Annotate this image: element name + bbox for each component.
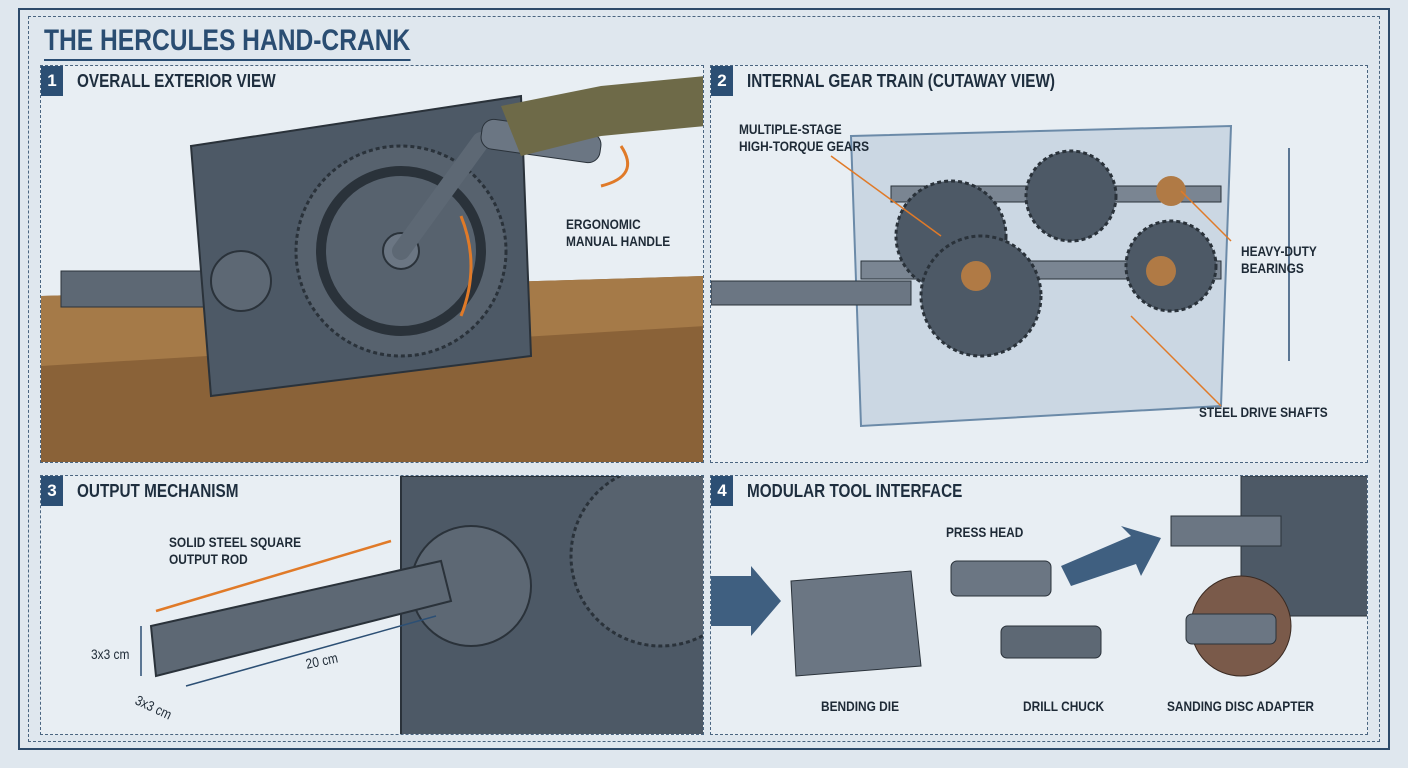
gear-train-illustration — [711, 124, 1290, 428]
panel-title: OVERALL EXTERIOR VIEW — [77, 70, 276, 91]
label-bending-die: BENDING DIE — [821, 698, 900, 714]
panel-modular-tools: 4 MODULAR TOOL INTERFACE PRESS HEAD BENDI… — [710, 475, 1368, 735]
panel-number: 3 — [41, 476, 63, 506]
panel-number: 4 — [711, 476, 733, 506]
outer-frame — [18, 8, 1390, 750]
crank-exterior-illustration — [41, 76, 703, 462]
label-sanding-disc-adapter: SANDING DISC ADAPTER — [1167, 698, 1314, 714]
panel-header: 1 OVERALL EXTERIOR VIEW — [41, 66, 311, 96]
panel-header: 4 MODULAR TOOL INTERFACE — [711, 476, 1000, 506]
panel-title: MODULAR TOOL INTERFACE — [747, 480, 963, 501]
panel-number: 2 — [711, 66, 733, 96]
page-title: THE HERCULES HAND-CRANK — [44, 24, 411, 61]
label-rod-height: 3x3 cm — [91, 646, 130, 662]
label-steel-drive-shafts: STEEL DRIVE SHAFTS — [1199, 404, 1328, 420]
panel-title: OUTPUT MECHANISM — [77, 480, 239, 501]
panel-number: 1 — [41, 66, 63, 96]
output-rod-illustration — [140, 476, 703, 734]
label-press-head: PRESS HEAD — [946, 524, 1024, 540]
panel-header: 2 INTERNAL GEAR TRAIN (CUTAWAY VIEW) — [711, 66, 1109, 96]
panel-gear-train: 2 INTERNAL GEAR TRAIN (CUTAWAY VIEW) MULT… — [710, 65, 1368, 463]
inner-frame — [28, 16, 1380, 742]
label-drill-chuck: DRILL CHUCK — [1023, 698, 1105, 714]
tool-interface-illustration — [711, 476, 1367, 677]
panel-header: 3 OUTPUT MECHANISM — [41, 476, 267, 506]
panel-title: INTERNAL GEAR TRAIN (CUTAWAY VIEW) — [747, 70, 1056, 91]
